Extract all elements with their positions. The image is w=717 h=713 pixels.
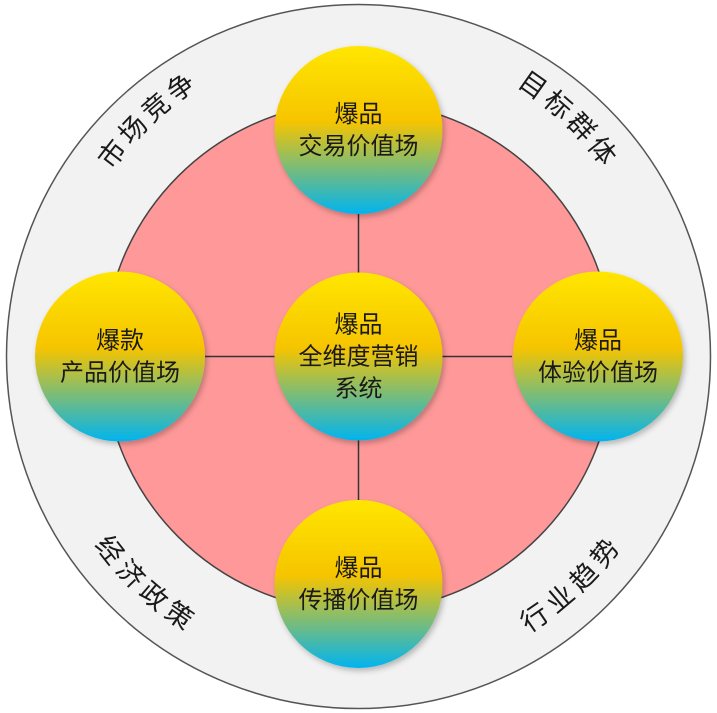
bubble-label-center-line-2: 系统 (335, 375, 383, 403)
bubble-circle-left (35, 271, 205, 442)
bubble-label-right-line-1: 体验价值场 (538, 359, 658, 387)
bubble-label-top-line-1: 交易价值场 (299, 132, 419, 160)
bubble-label-center-line-1: 全维度营销 (299, 343, 419, 371)
bubble-label-right-line-0: 爆品 (574, 327, 622, 355)
bubble-circle-bottom (274, 500, 443, 668)
bubble-circle-top (274, 46, 443, 214)
bubble-circle-center (274, 272, 443, 441)
bubble-label-top-line-0: 爆品 (335, 100, 383, 128)
bubble-label-bottom-line-0: 爆品 (335, 554, 383, 582)
bubble-label-left-line-1: 产品价值场 (60, 359, 180, 387)
bubble-circle-right (513, 271, 683, 442)
bubble-label-center-line-0: 爆品 (335, 311, 383, 339)
bubble-label-bottom-line-1: 传播价值场 (299, 586, 419, 614)
bubble-label-left-line-0: 爆款 (96, 327, 144, 355)
